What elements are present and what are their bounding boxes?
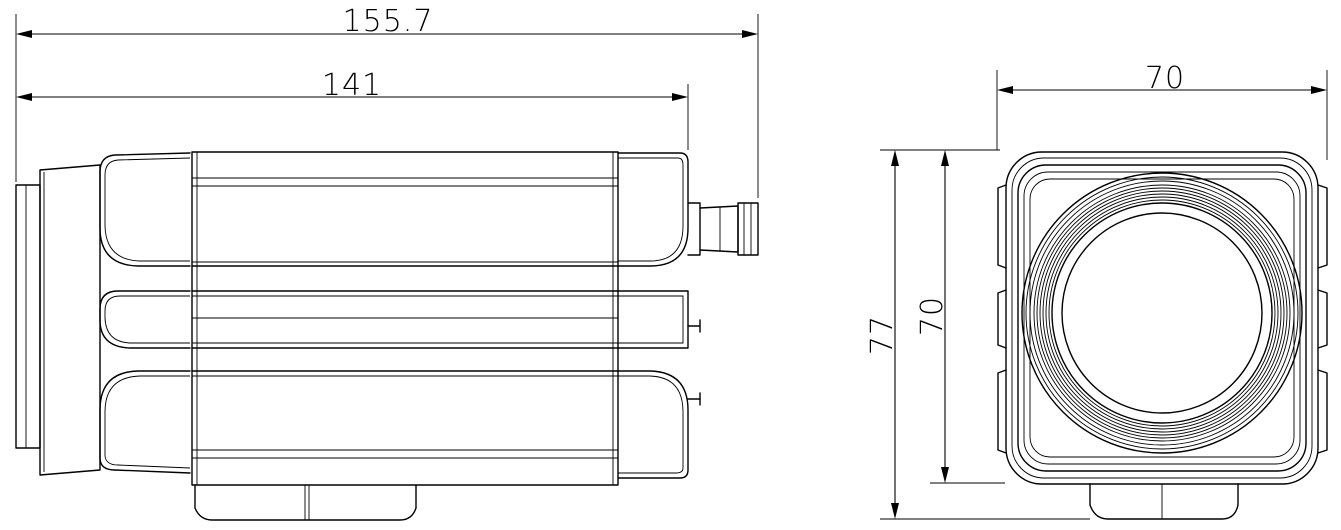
dimension-front-width: 70	[997, 61, 1327, 96]
dimension-overall-length: 155.7	[16, 4, 758, 39]
bnc-connector	[687, 202, 759, 256]
front-bezel-upper	[99, 152, 191, 267]
bottom-mount-side	[194, 484, 417, 521]
dimension-body-length: 141	[16, 68, 688, 103]
dimension-front-body-height: 70	[915, 150, 950, 483]
dimension-label-body-length: 141	[322, 68, 382, 103]
front-hood	[39, 164, 101, 476]
dimension-label-front-overall-height: 77	[865, 315, 900, 355]
dimension-front-overall-height: 77	[865, 150, 900, 519]
dimension-label-overall-length: 155.7	[343, 4, 434, 39]
side-view: 155.7 141	[15, 4, 759, 521]
rear-pin-lower	[687, 392, 701, 406]
bottom-mount-front	[1089, 483, 1239, 520]
front-lens	[1021, 172, 1303, 454]
camera-body	[191, 151, 619, 486]
rear-pin-upper	[687, 319, 701, 333]
dimension-label-front-width: 70	[1145, 61, 1185, 96]
front-bezel-middle	[99, 290, 191, 349]
front-bezel-lower	[99, 370, 191, 474]
rear-bezel	[617, 152, 689, 479]
lens-front-ring	[15, 184, 41, 449]
front-view: 70 77 70	[865, 61, 1328, 520]
dimension-label-front-body-height: 70	[915, 296, 950, 336]
front-side-tabs	[997, 184, 1328, 454]
